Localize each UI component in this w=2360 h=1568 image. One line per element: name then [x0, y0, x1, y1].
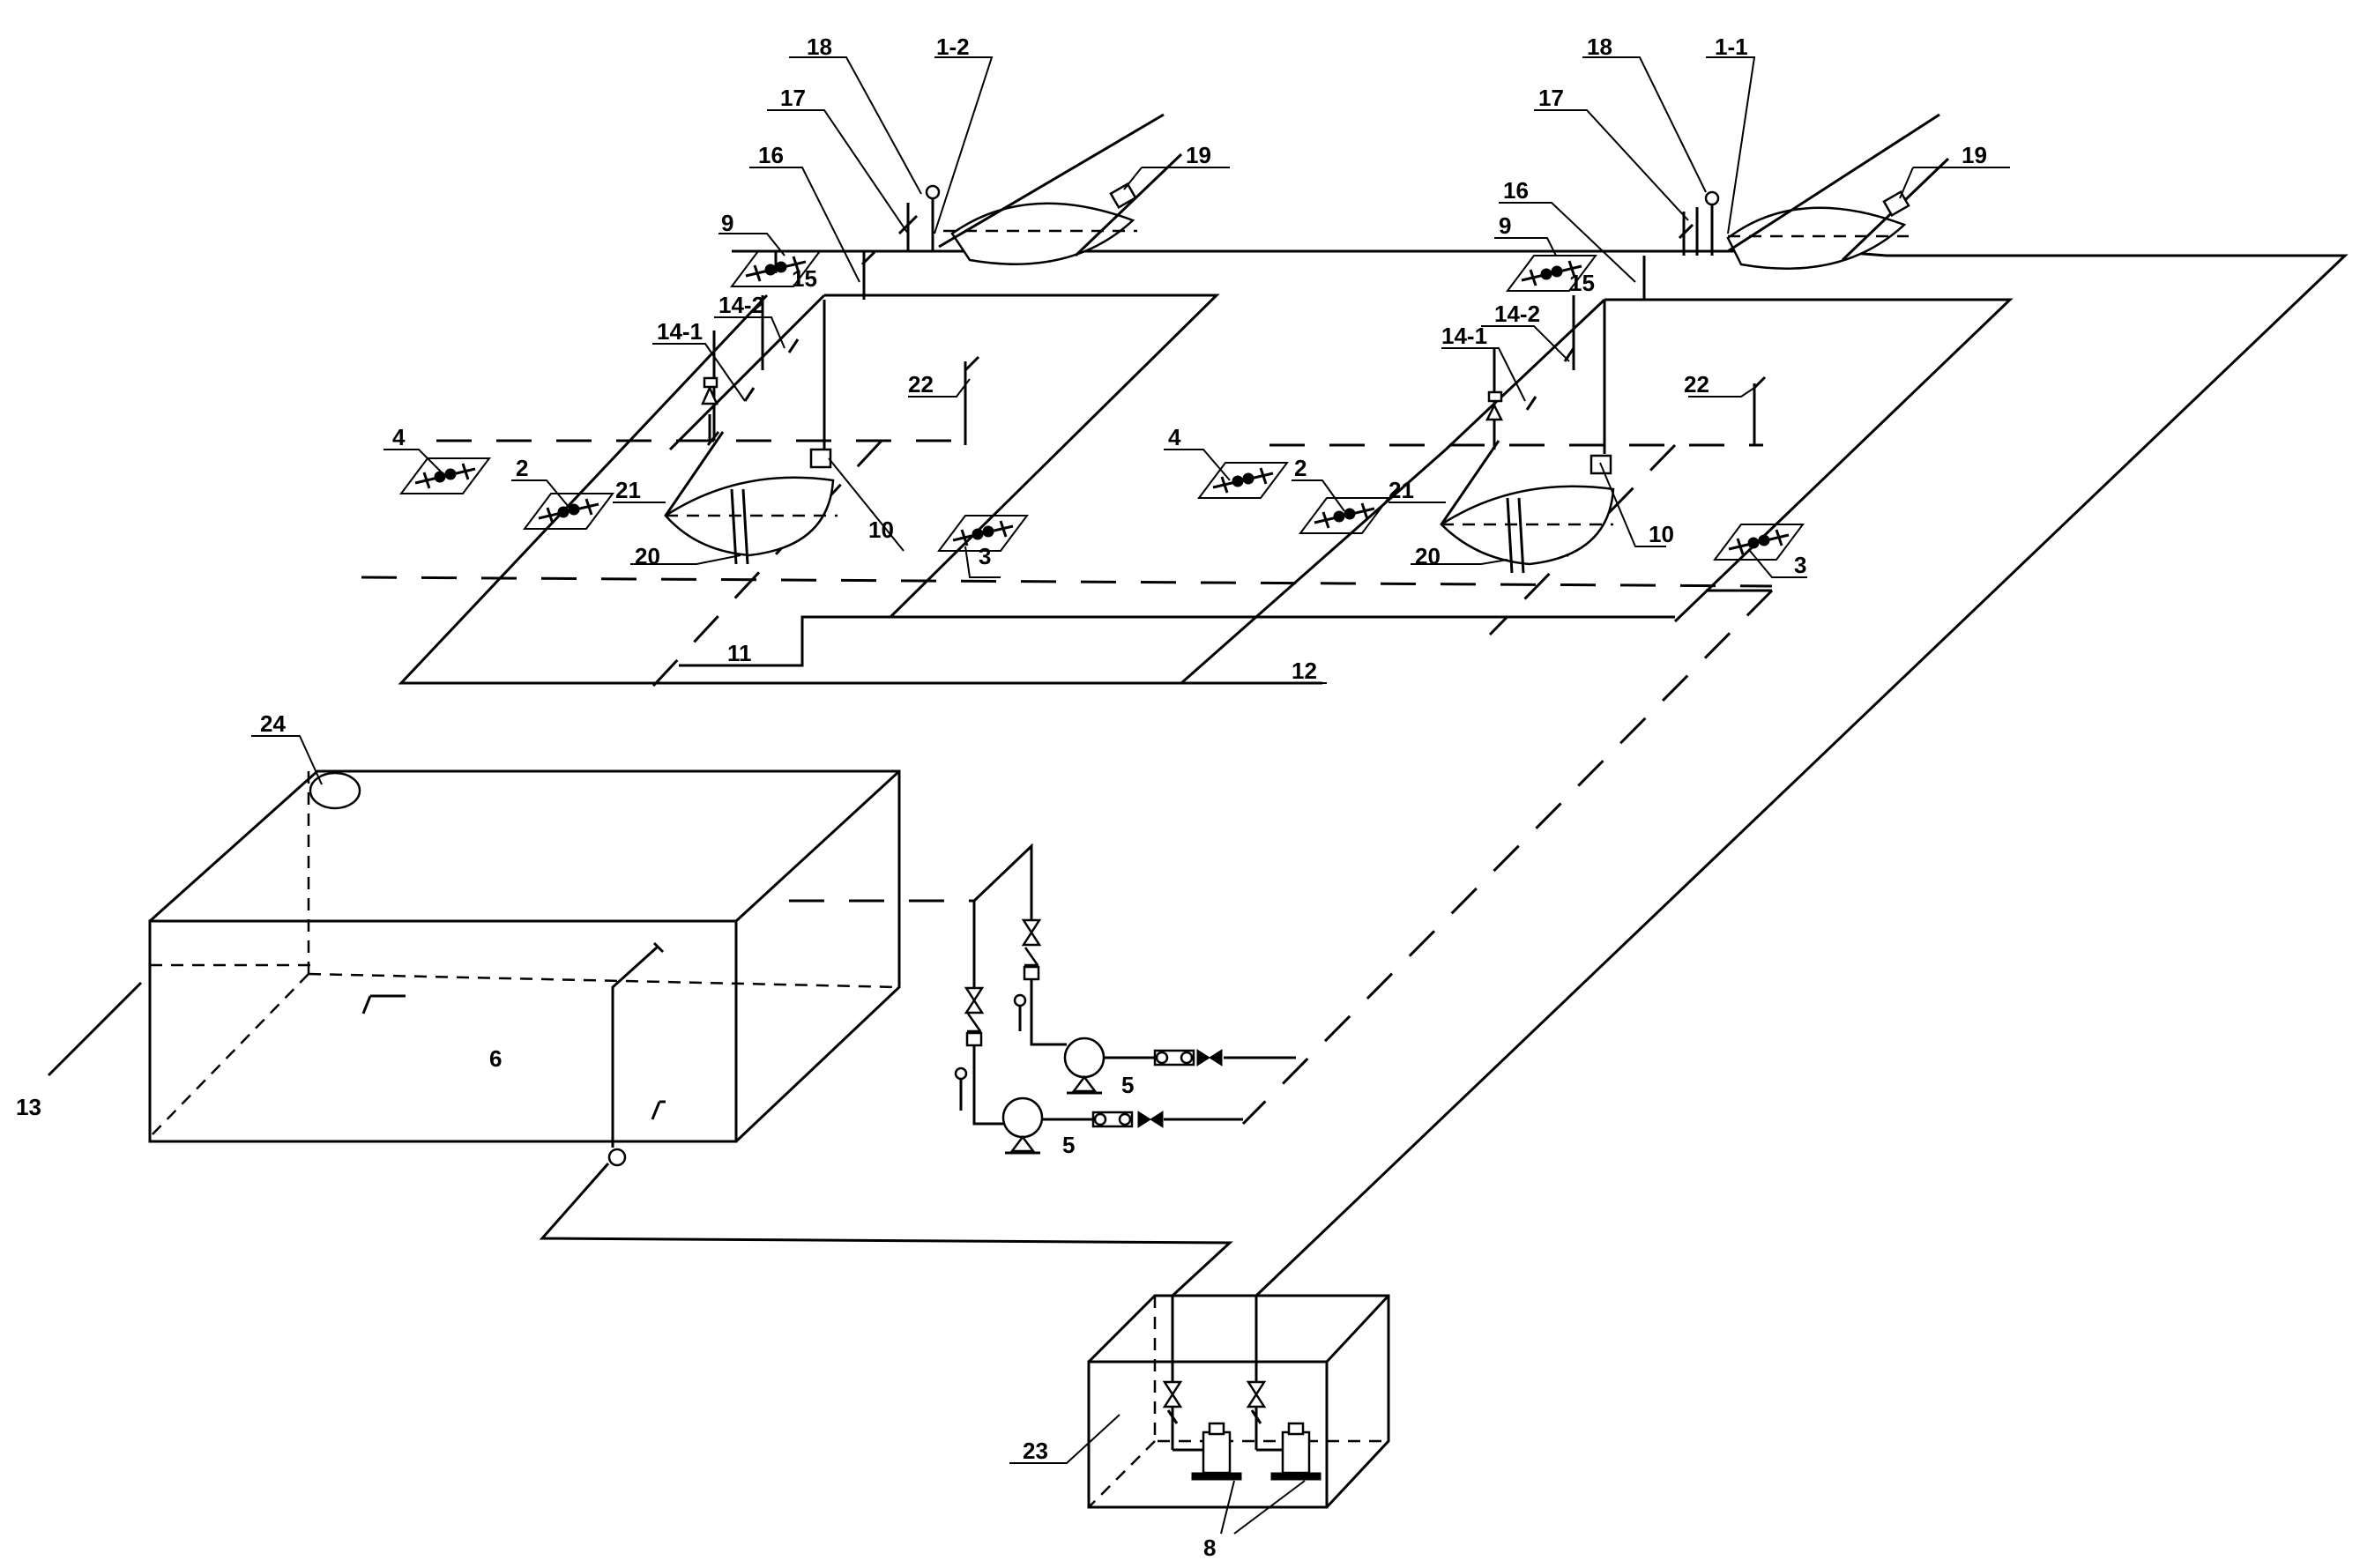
- label-14-1-left: 14-1: [657, 318, 703, 345]
- line-13-pointer: [47, 981, 143, 1077]
- label-3-left: 3: [979, 543, 991, 569]
- label-1-1: 1-1: [1715, 33, 1748, 60]
- label-2-right: 2: [1294, 455, 1307, 481]
- left-header-top: [824, 294, 1220, 619]
- left-header-diagonal: [668, 294, 826, 451]
- right-header-diagonal: [1444, 298, 1606, 451]
- label-16-right: 16: [1503, 177, 1529, 204]
- lower-tank-right: [1440, 440, 1615, 574]
- label-19-left: 19: [1186, 142, 1211, 168]
- labels: 18 1-2 17 16 19 9 15 14-2 14-1 22 4 2 21…: [16, 33, 1987, 1561]
- left-unit-risers: [701, 184, 980, 450]
- meter-3-right: [1713, 523, 1805, 561]
- pump-5-upper: [1063, 1037, 1106, 1079]
- return-loop-pipe: [398, 294, 1322, 685]
- label-11: 11: [727, 640, 752, 666]
- label-14-2-right: 14-2: [1494, 301, 1540, 327]
- line-11-pipe: [679, 615, 1675, 667]
- meter-2-left: [523, 492, 614, 531]
- upper-pipe-network: [361, 113, 2349, 1297]
- label-24: 24: [260, 710, 286, 737]
- label-20-left: 20: [635, 543, 660, 569]
- dashed-line-to-pump: [1241, 589, 1774, 1126]
- drain-pipe: [539, 1163, 1233, 1297]
- pump-assembly: [789, 843, 1296, 1155]
- label-22-left: 22: [908, 371, 934, 398]
- label-14-1-right: 14-1: [1441, 323, 1487, 349]
- lower-tank-left: [664, 431, 838, 565]
- pump-5-lower: [1001, 1096, 1044, 1139]
- label-15-right: 15: [1569, 270, 1595, 296]
- meter-4-right: [1197, 461, 1289, 500]
- return-loop-diagonal: [1180, 448, 1447, 685]
- label-4-right: 4: [1168, 424, 1181, 450]
- label-22-right: 22: [1684, 371, 1709, 398]
- main-supply-pipe: [793, 249, 2349, 1297]
- label-10-left: 10: [868, 516, 894, 543]
- label-20-right: 20: [1415, 543, 1441, 569]
- label-21-left: 21: [615, 477, 641, 503]
- top-tank-1-2: [938, 113, 1183, 265]
- label-9-left: 9: [721, 210, 733, 236]
- top-tank-1-1: [1726, 113, 1950, 270]
- label-9-right: 9: [1499, 212, 1511, 239]
- label-16-left: 16: [758, 142, 784, 168]
- label-12: 12: [1292, 658, 1317, 684]
- label-15-left: 15: [792, 265, 817, 292]
- label-5-upper: 5: [1121, 1072, 1134, 1098]
- label-17-left: 17: [780, 85, 806, 111]
- tank-inlet-24: [309, 771, 361, 810]
- label-21-right: 21: [1388, 477, 1414, 503]
- label-18-left: 18: [807, 33, 832, 60]
- storage-tank-6: [47, 769, 901, 1167]
- label-8: 8: [1203, 1535, 1216, 1561]
- label-17-right: 17: [1538, 85, 1564, 111]
- right-unit-risers: [1485, 190, 1767, 454]
- leader-lines: [251, 56, 2010, 1535]
- label-4-left: 4: [392, 424, 406, 450]
- label-1-2: 1-2: [936, 33, 970, 60]
- label-10-right: 10: [1649, 521, 1674, 547]
- label-19-right: 19: [1962, 142, 1987, 168]
- label-18-right: 18: [1587, 33, 1612, 60]
- pump-8-right: [1270, 1422, 1321, 1481]
- right-header-top: [1604, 298, 2014, 623]
- label-14-2-left: 14-2: [718, 292, 764, 318]
- pump-8-left: [1191, 1422, 1242, 1481]
- label-6: 6: [489, 1045, 502, 1072]
- label-13: 13: [16, 1094, 41, 1120]
- label-5-lower: 5: [1062, 1132, 1075, 1158]
- label-23: 23: [1023, 1438, 1048, 1464]
- dashed-line-lower: [361, 576, 1773, 588]
- meter-2-right: [1299, 496, 1390, 535]
- label-2-left: 2: [516, 455, 528, 481]
- pump-room-23: [1087, 1294, 1390, 1509]
- label-3-right: 3: [1794, 552, 1806, 578]
